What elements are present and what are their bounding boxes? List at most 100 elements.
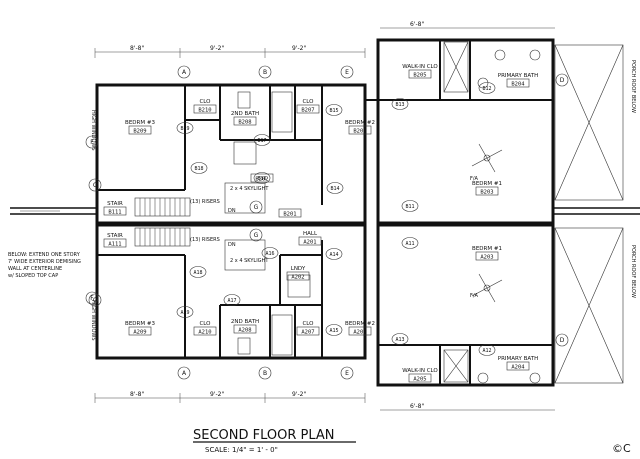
door-tag-B18: B18 <box>194 166 203 172</box>
room-name-b206: BEDRM #2 <box>345 120 375 126</box>
door-tag-B11: B11 <box>405 204 414 210</box>
top-dimension-string: 8'-8" 9'-2" 9'-2" 6'-8" <box>94 21 555 58</box>
door-tag-B13: B13 <box>395 102 404 108</box>
room-tag-b203: B203 <box>480 189 493 195</box>
room-tag-box-b202 <box>250 173 274 183</box>
high-windows-label-lower: HIGH WINDOWS <box>90 300 96 341</box>
room-name-b207: CLO <box>302 99 314 105</box>
door-tag-circle-B17 <box>253 134 271 146</box>
door-tag-B16: B16 <box>257 176 266 182</box>
room-name-b209: BEDRM #3 <box>125 120 155 126</box>
room-tag-box-b207 <box>296 104 320 114</box>
room-name-a209: BEDRM #3 <box>125 321 155 327</box>
door-tag-circle-B13 <box>391 98 409 110</box>
interior-walls-upper <box>97 40 553 205</box>
room-tag-a206: A206 <box>353 329 366 335</box>
grid-bubble-F-1 <box>85 291 99 305</box>
room-name-a203: BEDRM #1 <box>472 246 502 252</box>
door-tag-B17: B17 <box>257 138 266 144</box>
door-tag-circle-A18 <box>189 266 207 278</box>
grid-tag-G-1: G <box>254 232 259 239</box>
room-tag-box-a209 <box>128 326 152 336</box>
door-tag-B14: B14 <box>330 186 339 192</box>
dim-top-1: 8'-8" <box>130 45 144 52</box>
exterior-walls <box>10 38 640 387</box>
room-name-a204: PRIMARY BATH <box>498 356 538 362</box>
door-tag-circle-A14 <box>325 248 343 260</box>
note-line-3: WALL AT CENTERLINE <box>8 266 62 272</box>
door-tag-circle-B18 <box>190 162 208 174</box>
porch-roof-label-lower: PORCH ROOF BELOW <box>630 245 636 298</box>
grid-bubble-D-1 <box>555 333 569 347</box>
dn-note-upper: DN <box>228 208 236 214</box>
room-tag-box-a201 <box>298 236 322 246</box>
grid-bubble-A-1 <box>177 366 191 380</box>
room-tag-a205: A205 <box>413 376 426 382</box>
room-tag-box-b208 <box>233 116 257 126</box>
room-tag-box-b205 <box>408 69 432 79</box>
room-name-a208: 2ND BATH <box>231 319 259 325</box>
grid-bubble-F-0 <box>85 135 99 149</box>
grid-tag-D-1: D <box>560 337 565 344</box>
room-name-a207: CLO <box>302 321 314 327</box>
grid-tag-B-1: B <box>263 370 267 377</box>
copyright-mark: ©C <box>612 442 631 455</box>
fa-label-upper: F/A <box>470 176 479 182</box>
room-name-a206: BEDRM #2 <box>345 321 375 327</box>
grid-tag-E-0: E <box>345 69 349 76</box>
door-tag-circle-B19 <box>176 122 194 134</box>
grid-tag-F-1: F <box>90 295 94 302</box>
room-tag-a111: A111 <box>108 241 121 247</box>
note-line-2: 7' WIDE EXTERIOR DEMISING <box>8 259 81 265</box>
door-tag-circle-B16 <box>253 172 271 184</box>
room-name-a202: LNDY <box>291 266 306 272</box>
door-tag-circle-A17 <box>223 294 241 306</box>
room-tag-b209: B209 <box>133 128 146 134</box>
dim-top-4: 6'-8" <box>410 21 424 28</box>
grid-tag-D-0: D <box>560 77 565 84</box>
room-tag-box-a208 <box>233 324 257 334</box>
room-tag-box-a203 <box>475 251 499 261</box>
door-tag-circle-A19 <box>176 306 194 318</box>
grid-tag-F-0: F <box>90 139 94 146</box>
grid-tag-B-0: B <box>263 69 267 76</box>
room-tag-box-b204 <box>506 78 530 88</box>
room-tag-b111: B111 <box>108 209 121 215</box>
room-tag-a210: A210 <box>198 329 211 335</box>
room-tag-a208: A208 <box>238 327 251 333</box>
room-tag-a204: A204 <box>511 364 525 370</box>
demising-wall-note: BELOW: EXTEND ONE STORY 7' WIDE EXTERIOR… <box>8 252 81 279</box>
bottom-dimension-string: 8'-8" 9'-2" 9'-2" 6'-8" <box>94 391 555 411</box>
door-tag-circle-B15 <box>325 104 343 116</box>
room-tag-box-b203 <box>475 186 499 196</box>
dim-top-2: 9'-2" <box>210 45 224 52</box>
room-tag-box-a111 <box>103 238 127 248</box>
grid-tag-E-1: E <box>345 370 349 377</box>
door-tag-B12: B12 <box>482 86 491 92</box>
room-tag-box-a202 <box>286 271 310 281</box>
room-tag-b206: B206 <box>353 128 366 134</box>
room-name-b210: CLO <box>199 99 211 105</box>
interior-walls-lower <box>97 240 553 385</box>
room-tag-b204: B204 <box>511 81 525 87</box>
door-tag-circle-A16 <box>261 247 279 259</box>
ceiling-fan-icon-upper <box>471 143 503 173</box>
skylight-note-lower: 2 x 4 SKYLIGHT <box>230 258 269 264</box>
room-tag-box-a206 <box>348 326 372 336</box>
room-tag-b210: B210 <box>198 107 211 113</box>
dim-top-3: 9'-2" <box>292 45 306 52</box>
high-windows-label-upper: HIGH WINDOWS <box>90 110 96 151</box>
door-tag-circle-B12 <box>478 82 496 94</box>
dn-note-lower: DN <box>228 242 236 248</box>
room-tag-b207: B207 <box>301 107 314 113</box>
room-tag-a201: A201 <box>303 239 316 245</box>
dim-bottom-1: 8'-8" <box>130 391 144 398</box>
room-tag-a209: A209 <box>133 329 146 335</box>
room-tag-box-b111 <box>103 206 127 216</box>
room-tag-box-a207 <box>296 326 320 336</box>
door-tag-A15: A15 <box>329 328 338 334</box>
porch-roof-lower: PORCH ROOF BELOW <box>554 227 636 384</box>
